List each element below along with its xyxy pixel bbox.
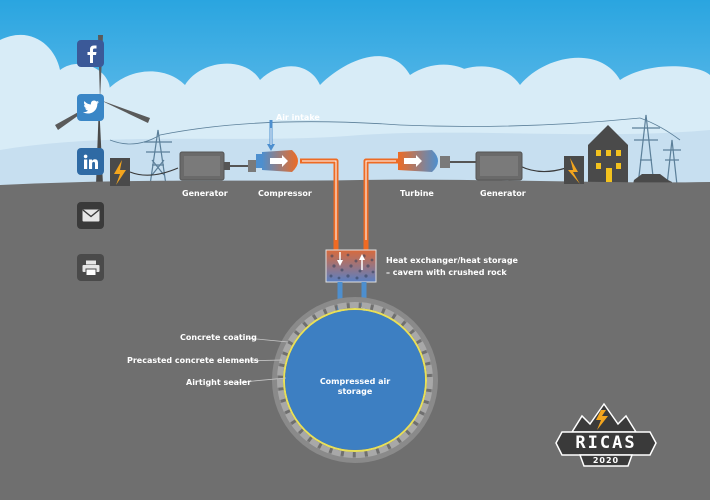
pylon-right [632, 114, 681, 186]
generator-right [450, 151, 523, 181]
printer-icon [82, 260, 99, 276]
facebook-icon [87, 45, 96, 63]
twitter-icon [82, 100, 99, 114]
label-storage-sub: storage [337, 387, 373, 396]
print-button[interactable] [77, 254, 104, 281]
lightning-icon-right [564, 156, 584, 184]
label-turbine: Turbine [400, 189, 434, 198]
house [588, 125, 628, 185]
twitter-share-button[interactable] [77, 94, 104, 121]
linkedin-share-button[interactable] [77, 148, 104, 175]
label-storage: Compressed air [319, 377, 391, 386]
leader-lines [231, 337, 289, 384]
label-air-intake: Air intake [276, 113, 320, 122]
envelope-icon [82, 209, 99, 222]
label-generator-right: Generator [480, 189, 526, 198]
label-concrete-coating: Concrete coating [180, 333, 257, 342]
email-share-button[interactable] [77, 202, 104, 229]
air-intake-arrow [267, 120, 275, 151]
ricas-logo [555, 402, 657, 467]
generator-left [179, 151, 256, 181]
label-airtight-sealer: Airtight sealer [186, 378, 252, 387]
linkedin-icon [83, 154, 98, 169]
label-generator-left: Generator [182, 189, 228, 198]
pylon-left [144, 129, 172, 186]
heat-exchanger [325, 249, 377, 283]
label-compressor: Compressor [258, 189, 312, 198]
label-precast-elements: Precasted concrete elements [127, 356, 259, 365]
logo-name: RICAS [575, 433, 637, 453]
compressor [256, 150, 298, 172]
storage-cavern [272, 297, 438, 463]
label-heat-exchanger: Heat exchanger/heat storage [386, 256, 518, 265]
back-hills [0, 130, 710, 190]
label-heat-exchanger-sub: – cavern with crushed rock [386, 268, 507, 277]
turbine [398, 150, 450, 172]
logo-year: 2020 [592, 456, 620, 465]
facebook-share-button[interactable] [77, 40, 104, 67]
lightning-icon-left [110, 158, 130, 186]
